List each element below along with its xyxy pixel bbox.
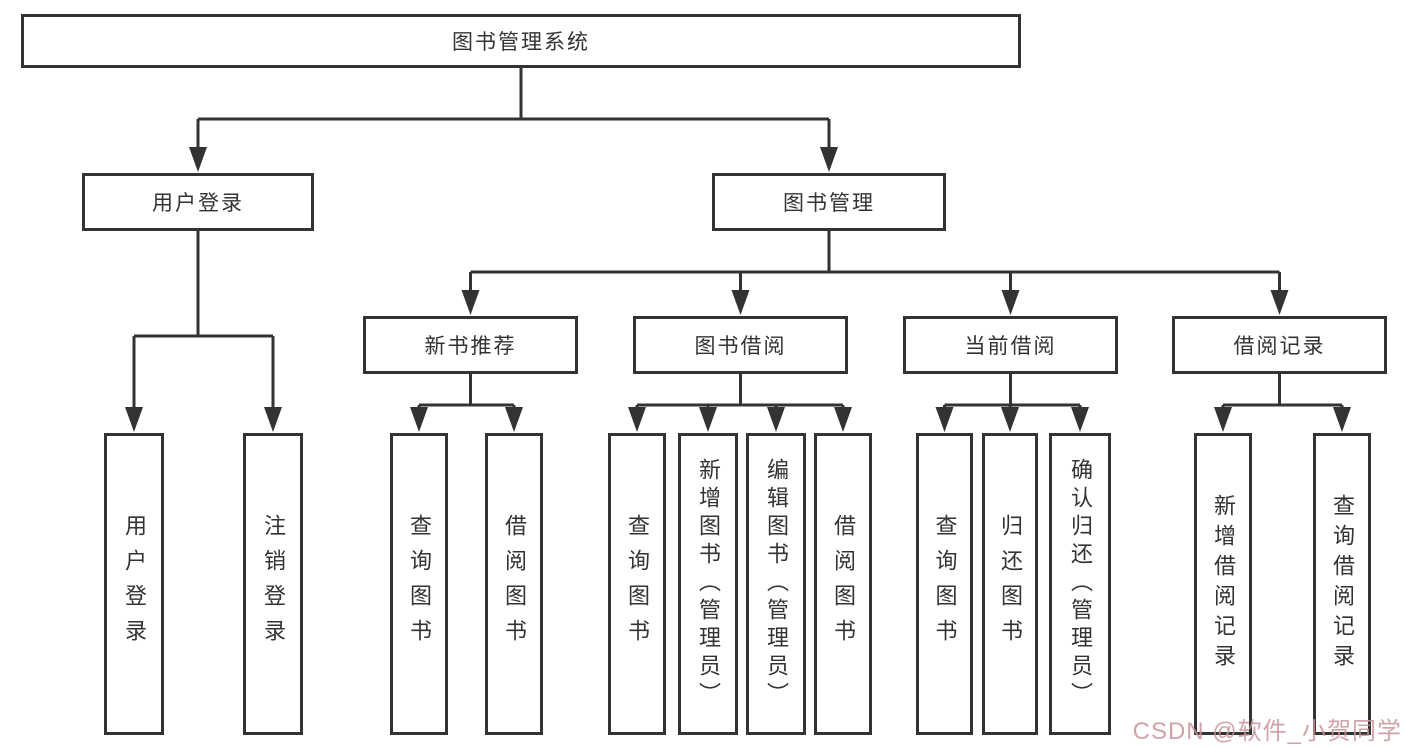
diagram-node-label: 归还图书 bbox=[998, 514, 1023, 654]
arrowhead-icon bbox=[628, 407, 646, 432]
diagram-node-label: 用户登录 bbox=[152, 192, 244, 215]
diagram-node-borrow-records: 借阅记录 bbox=[1172, 316, 1387, 374]
diagram-node-label: 当前借阅 bbox=[964, 335, 1057, 358]
diagram-node-label: 借阅记录 bbox=[1233, 335, 1326, 358]
arrowhead-icon bbox=[834, 407, 852, 432]
arrowhead-icon bbox=[1001, 290, 1020, 315]
diagram-node-label: 借阅图书 bbox=[502, 514, 527, 654]
arrowhead-icon bbox=[767, 407, 785, 432]
diagram-node-v-add-record: 新增借阅记录 bbox=[1194, 433, 1252, 735]
diagram-node-new-book-rec: 新书推荐 bbox=[363, 316, 578, 374]
diagram-node-v-query-book-1: 查询图书 bbox=[390, 433, 448, 735]
arrowhead-icon bbox=[1270, 290, 1289, 315]
arrowhead-icon bbox=[935, 407, 954, 432]
diagram-node-v-borrow-book-2: 借阅图书 bbox=[814, 433, 872, 735]
diagram-node-label: 查询图书 bbox=[625, 514, 650, 654]
diagram-node-book-borrow: 图书借阅 bbox=[633, 316, 848, 374]
arrowhead-icon bbox=[1333, 407, 1351, 432]
diagram-node-label: 图书管理 bbox=[783, 192, 875, 215]
diagram-node-v-borrow-book-1: 借阅图书 bbox=[485, 433, 543, 735]
diagram-node-v-confirm-return: 确认归还（管理员） bbox=[1049, 433, 1111, 735]
diagram-node-v-query-book-2: 查询图书 bbox=[608, 433, 666, 735]
arrowhead-icon bbox=[1214, 407, 1232, 432]
diagram-node-book-mgmt: 图书管理 bbox=[712, 173, 946, 231]
diagram-node-root: 图书管理系统 bbox=[21, 14, 1021, 68]
diagram-node-label: 图书管理系统 bbox=[452, 31, 590, 54]
arrowhead-icon bbox=[264, 407, 282, 432]
diagram-node-label: 借阅图书 bbox=[831, 514, 856, 654]
arrowhead-icon bbox=[189, 147, 207, 172]
arrowhead-icon bbox=[731, 290, 750, 315]
diagram-node-current-borrow: 当前借阅 bbox=[903, 316, 1118, 374]
arrowhead-icon bbox=[410, 407, 428, 432]
diagram-node-label: 新增图书（管理员） bbox=[696, 458, 721, 710]
arrowhead-icon bbox=[461, 290, 480, 315]
diagram-node-label: 图书借阅 bbox=[694, 335, 787, 358]
diagram-node-label: 确认归还（管理员） bbox=[1068, 458, 1093, 710]
arrowhead-icon bbox=[1001, 407, 1019, 432]
diagram-node-label: 查询图书 bbox=[932, 514, 958, 654]
arrowhead-icon bbox=[820, 147, 838, 172]
diagram-node-v-query-record: 查询借阅记录 bbox=[1313, 433, 1371, 735]
arrowhead-icon bbox=[1071, 407, 1089, 432]
arrowhead-icon bbox=[699, 407, 717, 432]
diagram-node-user-login: 用户登录 bbox=[82, 173, 314, 231]
diagram-node-v-logout: 注销登录 bbox=[243, 433, 303, 735]
diagram-node-v-return-book: 归还图书 bbox=[982, 433, 1038, 735]
diagram-node-label: 编辑图书（管理员） bbox=[764, 458, 789, 710]
diagram-node-label: 注销登录 bbox=[261, 514, 286, 654]
diagram-node-v-edit-book: 编辑图书（管理员） bbox=[746, 433, 806, 735]
diagram-node-v-add-book: 新增图书（管理员） bbox=[678, 433, 738, 735]
diagram-node-label: 新增借阅记录 bbox=[1211, 494, 1236, 674]
diagram-node-label: 新书推荐 bbox=[424, 335, 517, 358]
diagram-node-label: 用户登录 bbox=[122, 514, 147, 654]
diagram-node-label: 查询借阅记录 bbox=[1330, 494, 1355, 674]
diagram-node-v-user-login: 用户登录 bbox=[104, 433, 164, 735]
arrowhead-icon bbox=[505, 407, 523, 432]
diagram-node-v-query-book-3: 查询图书 bbox=[916, 433, 973, 735]
arrowhead-icon bbox=[125, 407, 143, 432]
diagram-node-label: 查询图书 bbox=[407, 514, 432, 654]
